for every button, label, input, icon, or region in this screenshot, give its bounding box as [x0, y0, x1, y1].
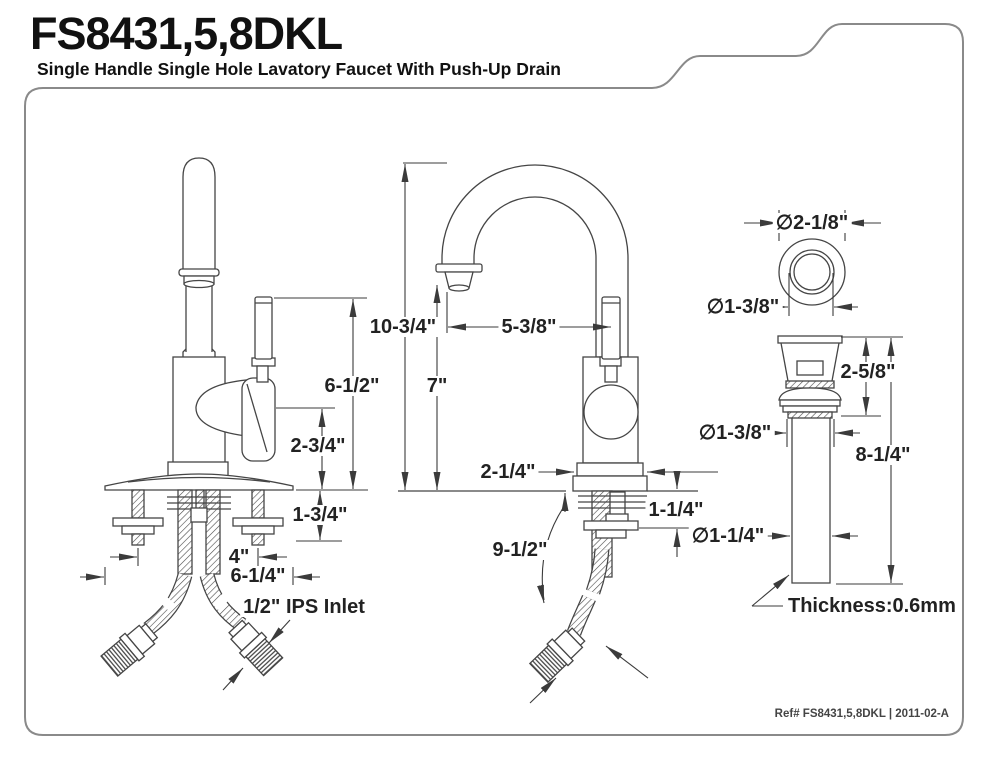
label-thickness: Thickness:0.6mm [788, 595, 956, 617]
supply-hose-front [528, 548, 610, 684]
dim-deck-plate-width: 6-1/4" [227, 566, 289, 586]
dim-spout-reach: 5-3/8" [498, 317, 560, 337]
under-deck-front [578, 490, 647, 578]
drain-side-view [777, 335, 843, 584]
ball-joint [583, 384, 639, 440]
dim-flange-diameter: ∅2-1/8" [772, 213, 852, 233]
dim-under-deck-depth: 1-3/4" [289, 505, 351, 525]
dim-opening-diameter: ∅1-3/8" [703, 297, 783, 317]
valve-joint [195, 379, 247, 437]
under-deck-hardware [112, 489, 284, 575]
dim-body-height: 2-3/4" [287, 436, 349, 456]
dim-tailpiece-diameter: ∅1-1/4" [688, 526, 768, 546]
supply-hoses-side [100, 572, 284, 677]
dim-spout-height: 10-3/4" [366, 317, 440, 337]
dim-drain-top-height: 2-5/8" [837, 362, 899, 382]
spout-side [178, 157, 220, 357]
dim-thread-diameter: ∅1-3/8" [695, 423, 775, 443]
tailpiece [791, 418, 831, 584]
hose-fitting [228, 619, 284, 677]
page-title: FS8431,5,8DKL [30, 8, 343, 59]
faucet-side-view [100, 157, 294, 677]
drain-view [777, 238, 846, 584]
dim-bolt-spacing: 4" [225, 547, 253, 567]
reference-number: Ref# FS8431,5,8DKL | 2011-02-A [774, 708, 949, 720]
dim-handle-height: 6-1/2" [321, 376, 383, 396]
spout-outlet [435, 263, 483, 292]
hose-fitting [528, 627, 586, 684]
base-flange [576, 462, 644, 477]
dim-base-width: 2-1/4" [477, 462, 539, 482]
faucet-front-view [398, 164, 698, 684]
dim-max-deck: 1-1/4" [645, 500, 707, 520]
deck-plate [104, 473, 294, 491]
handle-side [195, 296, 276, 462]
handle-front [599, 296, 622, 383]
drain-top-view [778, 238, 846, 306]
dim-outlet-height: 7" [423, 376, 451, 396]
hose-fitting [100, 622, 159, 677]
base-flange [572, 475, 648, 492]
label-ips-inlet: 1/2" IPS Inlet [240, 597, 368, 617]
page-border [24, 23, 964, 736]
dim-hose-length: 9-1/2" [489, 540, 551, 560]
gooseneck-spout [441, 164, 629, 358]
dim-drain-overall: 8-1/4" [852, 445, 914, 465]
page-subtitle: Single Handle Single Hole Lavatory Fauce… [37, 59, 561, 79]
